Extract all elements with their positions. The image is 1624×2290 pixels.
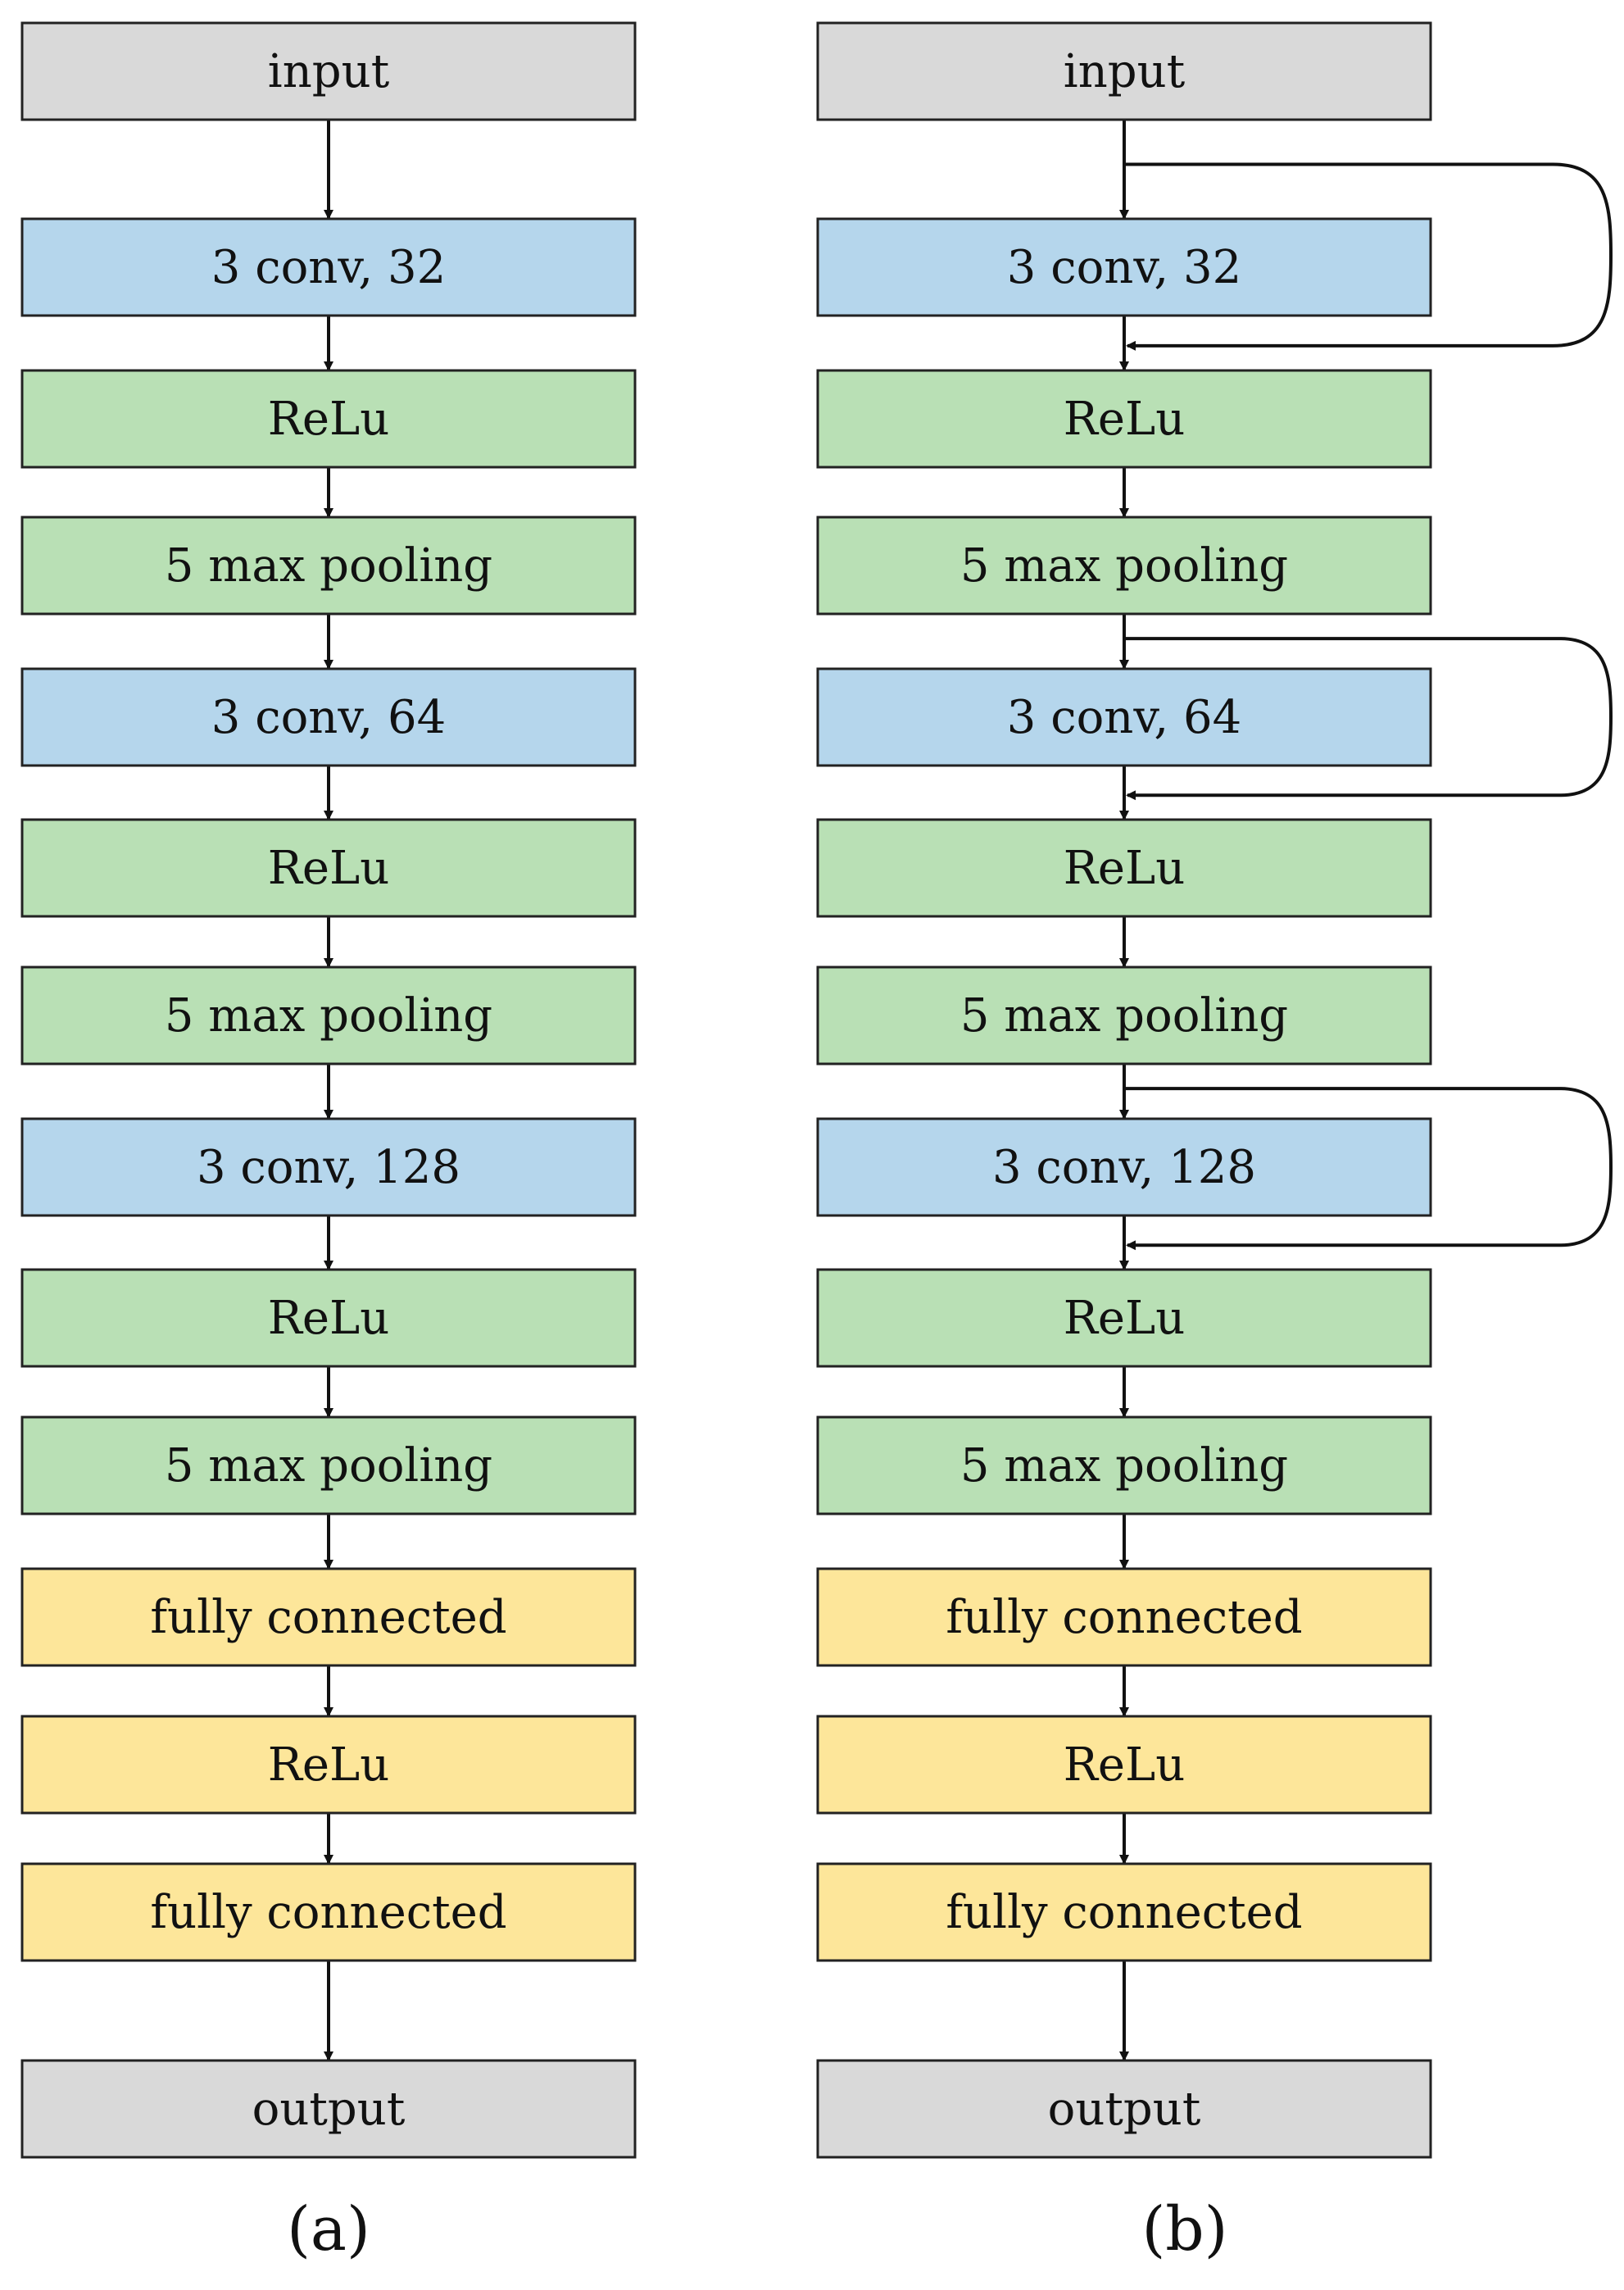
layer-fully-connected: fully connected [816, 1862, 1432, 1962]
layer-label: 5 max pooling [165, 989, 492, 1043]
layer-box [816, 1862, 1432, 1962]
layer-box [20, 217, 637, 317]
layer-input: input [816, 21, 1432, 121]
layer-relu: ReLu [20, 818, 637, 918]
layer-output: output [816, 2059, 1432, 2159]
layer-output: output [20, 2059, 637, 2159]
layer-5-max-pooling: 5 max pooling [20, 966, 637, 1065]
layer-3-conv-32: 3 conv, 32 [20, 217, 637, 317]
layer-label: output [252, 2083, 406, 2136]
layer-5-max-pooling: 5 max pooling [816, 966, 1432, 1065]
layer-box [20, 21, 637, 121]
layer-relu: ReLu [20, 1268, 637, 1368]
layer-label: 3 conv, 128 [197, 1141, 460, 1194]
layer-box [816, 217, 1432, 317]
layer-label: fully connected [150, 1591, 506, 1644]
layer-box [20, 369, 637, 469]
layer-label: input [268, 45, 390, 98]
layer-box [816, 966, 1432, 1065]
layer-relu: ReLu [816, 1715, 1432, 1815]
layer-box [20, 1567, 637, 1667]
layer-fully-connected: fully connected [816, 1567, 1432, 1667]
layer-box [816, 667, 1432, 767]
panel-caption: (b) [1141, 2194, 1227, 2265]
layer-3-conv-128: 3 conv, 128 [20, 1117, 637, 1217]
layer-label: ReLu [268, 1738, 390, 1792]
residual-skip-connection [1124, 162, 1613, 351]
layer-label: 5 max pooling [960, 989, 1288, 1043]
layer-label: 3 conv, 64 [211, 691, 446, 744]
layer-label: ReLu [1064, 393, 1186, 446]
layer-5-max-pooling: 5 max pooling [816, 516, 1432, 616]
panel-caption: (a) [287, 2194, 370, 2265]
layer-3-conv-64: 3 conv, 64 [816, 667, 1432, 767]
layer-label: input [1064, 45, 1186, 98]
layer-box [816, 1567, 1432, 1667]
layer-label: 5 max pooling [960, 539, 1288, 593]
layer-box [20, 818, 637, 918]
layer-label: 5 max pooling [165, 539, 492, 593]
layer-5-max-pooling: 5 max pooling [816, 1415, 1432, 1515]
layer-label: ReLu [268, 1292, 390, 1345]
layer-3-conv-64: 3 conv, 64 [20, 667, 637, 767]
layer-box [816, 2059, 1432, 2159]
layer-3-conv-128: 3 conv, 128 [816, 1117, 1432, 1217]
layer-5-max-pooling: 5 max pooling [20, 1415, 637, 1515]
layer-box [20, 1715, 637, 1815]
layer-relu: ReLu [20, 1715, 637, 1815]
layer-label: ReLu [1064, 1738, 1186, 1792]
layer-label: output [1048, 2083, 1201, 2136]
layer-input: input [20, 21, 637, 121]
layer-label: fully connected [946, 1591, 1302, 1644]
layer-label: 3 conv, 32 [1007, 241, 1241, 294]
panel-a: input 3 conv, 32 ReLu 5 max pooling 3 conv, … [20, 21, 637, 2265]
layer-box [20, 2059, 637, 2159]
layer-3-conv-32: 3 conv, 32 [816, 217, 1432, 317]
layer-label: ReLu [268, 842, 390, 895]
layer-box [20, 667, 637, 767]
layer-box [20, 1862, 637, 1962]
layer-box [816, 1415, 1432, 1515]
layer-box [816, 21, 1432, 121]
layer-label: 5 max pooling [960, 1439, 1288, 1493]
residual-skip-connection [1124, 1087, 1613, 1251]
layer-box [816, 369, 1432, 469]
layer-label: 3 conv, 128 [992, 1141, 1256, 1194]
layer-relu: ReLu [816, 369, 1432, 469]
layer-label: ReLu [268, 393, 390, 446]
layer-label: ReLu [1064, 1292, 1186, 1345]
layer-box [816, 818, 1432, 918]
layer-box [816, 1117, 1432, 1217]
layer-label: 3 conv, 32 [211, 241, 446, 294]
layer-box [20, 1415, 637, 1515]
layer-box [20, 516, 637, 616]
panel-b: input 3 conv, 32 ReLu 5 max pooling 3 conv, … [816, 21, 1613, 2265]
layer-box [816, 516, 1432, 616]
layer-fully-connected: fully connected [20, 1862, 637, 1962]
layer-label: ReLu [1064, 842, 1186, 895]
layer-relu: ReLu [816, 1268, 1432, 1368]
layer-label: 5 max pooling [165, 1439, 492, 1493]
layer-fully-connected: fully connected [20, 1567, 637, 1667]
layer-relu: ReLu [20, 369, 637, 469]
layer-5-max-pooling: 5 max pooling [20, 516, 637, 616]
layer-box [816, 1715, 1432, 1815]
layer-relu: ReLu [816, 818, 1432, 918]
layer-label: 3 conv, 64 [1007, 691, 1241, 744]
layer-box [816, 1268, 1432, 1368]
layer-box [20, 966, 637, 1065]
layer-label: fully connected [946, 1886, 1302, 1939]
layer-box [20, 1117, 637, 1217]
residual-skip-connection [1124, 637, 1613, 801]
layer-box [20, 1268, 637, 1368]
layer-label: fully connected [150, 1886, 506, 1939]
